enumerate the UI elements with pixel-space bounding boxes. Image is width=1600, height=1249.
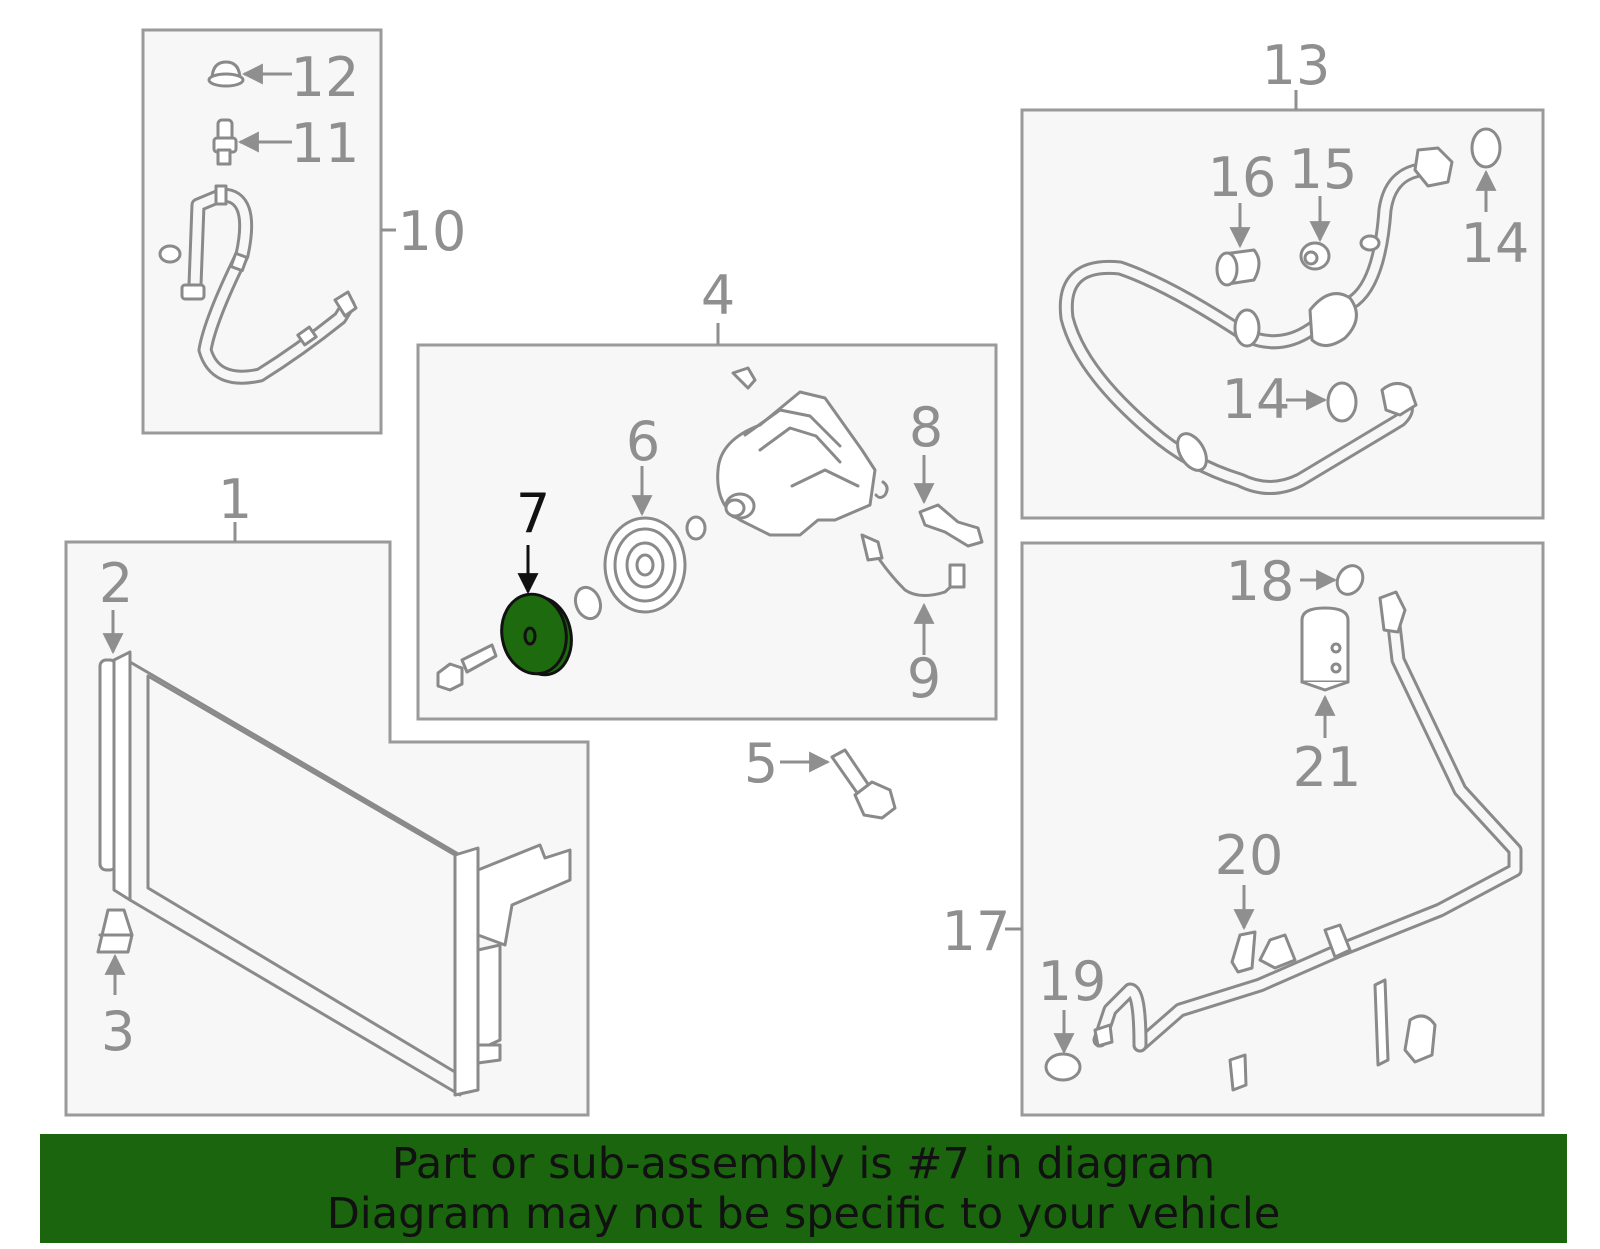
callout-3: 3 [101,1000,135,1063]
callout-9: 9 [907,647,941,710]
bracket-3 [96,908,134,954]
expansion-valve-21 [1300,606,1350,692]
oring-18 [1335,564,1365,596]
hose-13 [1058,146,1454,495]
callout-11: 11 [291,112,360,175]
cap-15 [1299,241,1331,271]
callout-16: 16 [1208,146,1277,209]
callout-18: 18 [1226,550,1295,613]
cap-12 [207,60,245,88]
callout-20: 20 [1215,824,1284,887]
callout-2: 2 [99,552,133,615]
condenser-1 [98,650,572,1097]
switch-8 [918,503,984,548]
callout-10: 10 [398,200,467,263]
callout-21: 21 [1293,736,1362,799]
callout-17: 17 [942,900,1011,963]
callout-12: 12 [291,46,360,109]
snap-ring [573,585,603,621]
callout-19: 19 [1038,950,1107,1013]
hose-10 [158,184,358,385]
banner-line-2: Diagram may not be specific to your vehi… [326,1189,1281,1239]
callout-14-top: 14 [1461,212,1530,275]
cap-20 [1230,930,1257,974]
pulley-6 [603,516,687,614]
callout-13: 13 [1262,34,1331,97]
callout-8: 8 [909,396,943,459]
callout-1: 1 [218,468,252,531]
bolt-5 [830,748,897,820]
valve-11 [212,118,238,166]
callout-5: 5 [744,732,778,795]
clutch-disc-7[interactable] [496,589,578,679]
bolt-4-clutch [436,643,498,692]
bushing-16 [1215,248,1261,287]
banner-line-1: Part or sub-assembly is #7 in diagram [391,1139,1216,1189]
callout-6: 6 [626,410,660,473]
callout-15: 15 [1289,138,1358,201]
compressor-4 [685,366,889,541]
oring-14-mid [1326,381,1358,423]
callout-4: 4 [701,264,735,327]
group-box-13 [1020,108,1545,520]
oring-14-top [1470,127,1502,169]
callout-7[interactable]: 7 [516,482,550,545]
group-box-4 [416,343,998,721]
hose-17 [1092,590,1523,1092]
callout-14-mid: 14 [1222,368,1291,431]
info-banner: Part or sub-assembly is #7 in diagram Di… [40,1134,1567,1243]
harness-9 [860,533,966,597]
oring-19 [1044,1052,1082,1082]
